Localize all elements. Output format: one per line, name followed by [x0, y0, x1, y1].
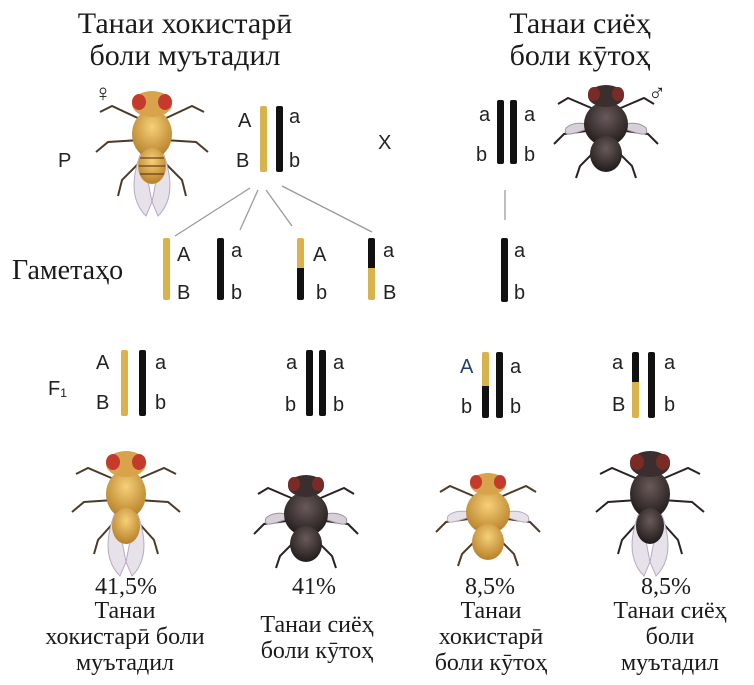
offspring-2-percent: 41% — [254, 574, 374, 600]
chromosome-black-segment — [297, 268, 304, 300]
allele-label: b — [664, 394, 675, 416]
offspring-1-caption: Танаи хокистарӣ боли муътадил — [0, 598, 250, 676]
chromosome-black — [496, 352, 503, 418]
offspring-4-caption: Танаи сиёҳ боли муътадил — [586, 598, 754, 676]
allele-label: a — [479, 104, 490, 126]
allele-label: A — [460, 356, 473, 378]
allele-label: b — [333, 394, 344, 416]
chromosome-black — [217, 238, 224, 300]
chromosome-black-segment — [368, 238, 375, 268]
allele-label: b — [231, 282, 242, 304]
chromosome-black — [319, 350, 326, 416]
allele-label: b — [476, 144, 487, 166]
chromosome-black — [501, 238, 508, 302]
allele-label: a — [612, 352, 623, 374]
allele-label: a — [524, 104, 535, 126]
allele-label: a — [155, 352, 166, 374]
offspring-1-fly-icon — [72, 451, 180, 576]
allele-label: b — [285, 394, 296, 416]
allele-label: a — [664, 352, 675, 374]
female-parent-fly-icon — [96, 91, 208, 216]
allele-label: B — [236, 150, 249, 172]
chromosome-gray-segment — [632, 382, 639, 418]
allele-label: b — [510, 396, 521, 418]
chromosome-black — [510, 100, 517, 164]
chromosome-gray-segment — [297, 238, 304, 268]
chromosome-black — [306, 350, 313, 416]
allele-label: B — [96, 392, 109, 414]
allele-label: B — [612, 394, 625, 416]
allele-label: b — [514, 282, 525, 304]
allele-label: b — [461, 396, 472, 418]
offspring-1-percent: 41,5% — [66, 574, 186, 600]
allele-label: a — [383, 240, 394, 262]
allele-label: A — [96, 352, 109, 374]
chromosome-black — [648, 352, 655, 418]
offspring-3-caption: Танаи хокистарӣ боли кӯтоҳ — [406, 598, 576, 676]
chromosome-black-segment — [482, 386, 489, 418]
allele-label: a — [514, 240, 525, 262]
allele-label: a — [510, 356, 521, 378]
offspring-2-fly-icon — [254, 475, 358, 568]
offspring-4-percent: 8,5% — [606, 574, 726, 600]
allele-label: A — [313, 244, 326, 266]
gametes-label: Гаметаҳо — [12, 256, 123, 286]
chromosome-black-segment — [632, 352, 639, 382]
allele-label: A — [238, 110, 251, 132]
chromosome-gray — [163, 238, 170, 300]
offspring-4-fly-icon — [596, 451, 704, 576]
chromosome-gray-segment — [482, 352, 489, 386]
allele-label: a — [333, 352, 344, 374]
allele-label: b — [524, 144, 535, 166]
chromosome-gray — [260, 106, 267, 172]
allele-label: B — [383, 282, 396, 304]
f1-generation-label: F₁ — [48, 378, 67, 400]
allele-label: b — [155, 392, 166, 414]
offspring-2-caption: Танаи сиёҳ боли кӯтоҳ — [232, 612, 402, 664]
allele-label: a — [289, 106, 300, 128]
male-parent-fly-icon — [554, 85, 658, 178]
chromosome-gray — [121, 350, 128, 416]
chromosome-black — [139, 350, 146, 416]
allele-label: b — [289, 150, 300, 172]
chromosome-black — [497, 100, 504, 164]
offspring-3-fly-icon — [436, 473, 540, 566]
allele-label: b — [316, 282, 327, 304]
chromosome-gray-segment — [368, 268, 375, 300]
offspring-3-percent: 8,5% — [430, 574, 550, 600]
allele-label: a — [231, 240, 242, 262]
allele-label: B — [177, 282, 190, 304]
allele-label: A — [177, 244, 190, 266]
chromosome-black — [276, 106, 283, 172]
allele-label: a — [286, 352, 297, 374]
